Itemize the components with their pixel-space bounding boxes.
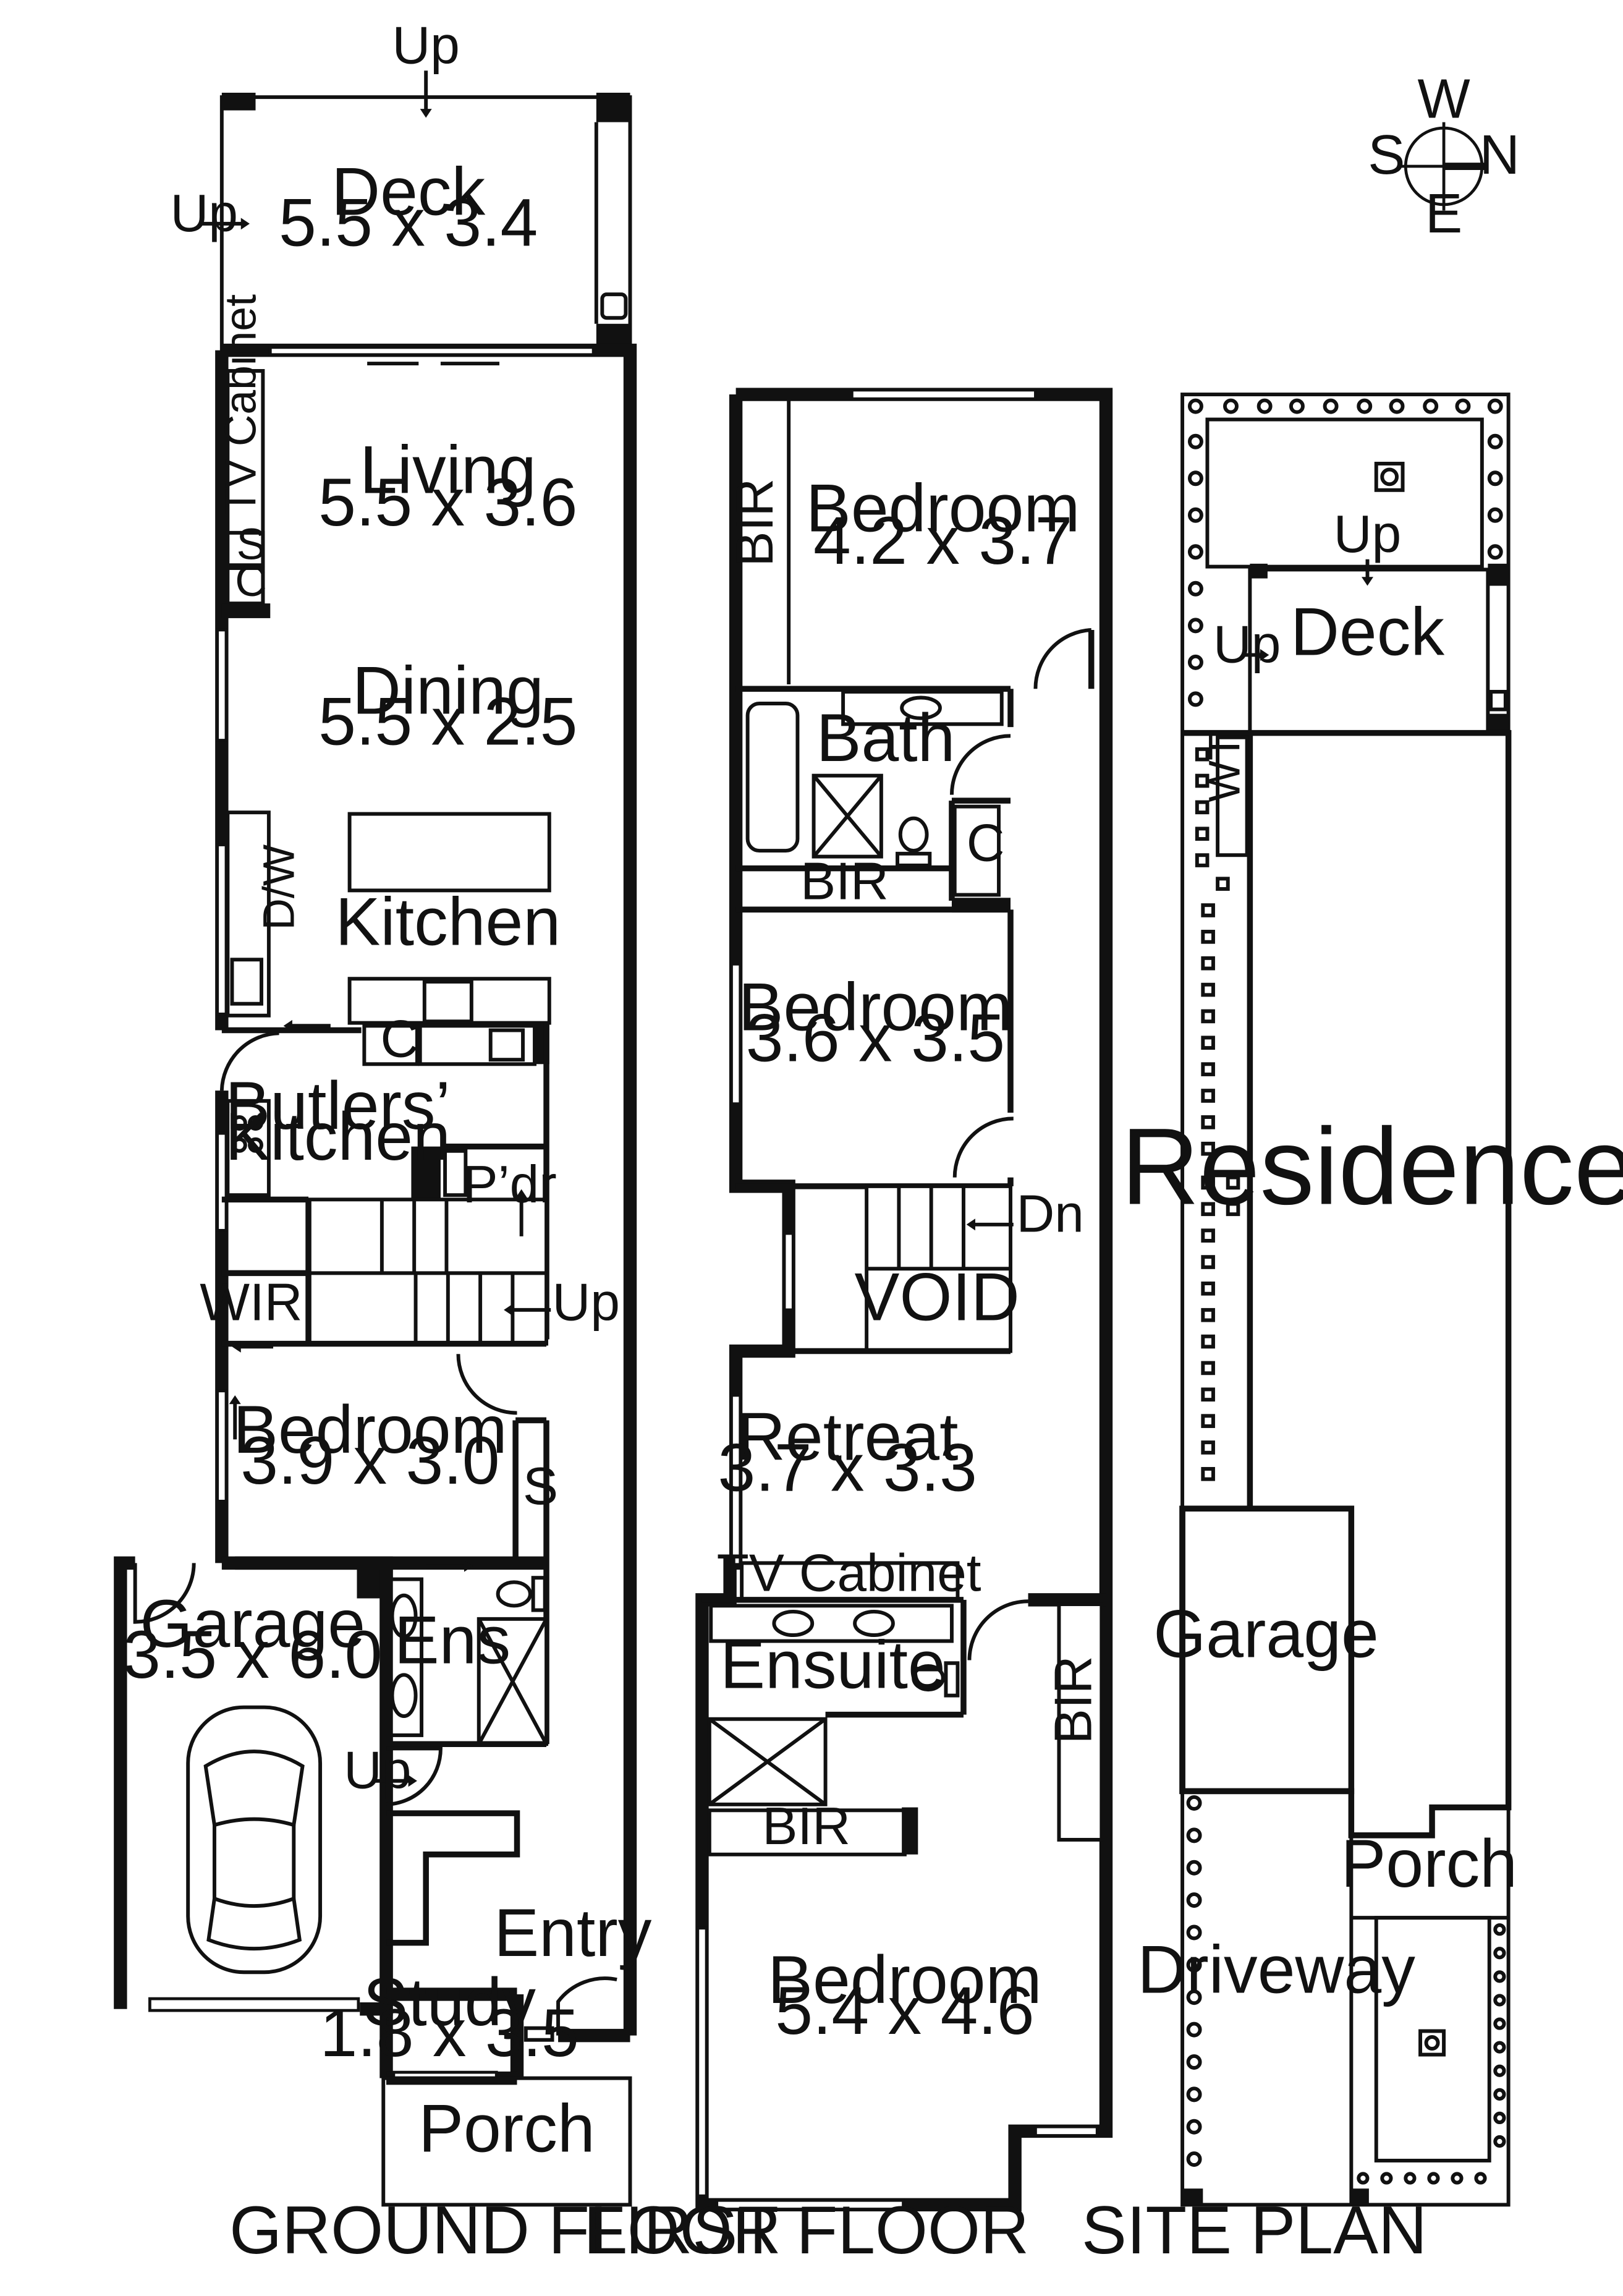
dining-dims: 5.5 x 2.5 (318, 684, 577, 760)
site-deck-up-top-label: Up (1334, 504, 1401, 564)
cupboard-c-label: C (235, 556, 266, 606)
kitchen-name: Kitchen (336, 884, 561, 959)
bedroom-storage-label: S (523, 1456, 558, 1516)
living-name: Living (360, 432, 536, 508)
living-dims: 5.5 x 3.6 (318, 465, 577, 540)
ff-ensuite-name: Ensuite (720, 1628, 946, 1703)
compass-north: N (1480, 124, 1520, 186)
bir-2-label: BIR (800, 852, 889, 911)
wir-name: WIR (200, 1272, 302, 1332)
ff-bedroom-3-dims: 5.4 x 4.6 (775, 1973, 1034, 2049)
deck-name: Deck (331, 155, 485, 230)
compass-west: W (1417, 67, 1470, 130)
ff-bedroom-2-dims: 3.6 x 3.5 (746, 1000, 1005, 1076)
ff-tv-cabinet-label: TV Cabinet (717, 1544, 981, 1603)
compass: W E S N (1368, 67, 1520, 245)
garage-walls (114, 1556, 393, 2016)
ff-bath-name: Bath (816, 700, 956, 776)
site-deck-up-left-label: Up (1213, 614, 1281, 674)
ff-void-name: VOID (855, 1259, 1020, 1335)
porch-outline (381, 2076, 632, 2207)
garage-dims: 3.5 x 6.0 (123, 1617, 382, 1693)
compass-east: E (1425, 182, 1462, 245)
study-name: Study (363, 1965, 536, 2040)
garage-name: Garage (140, 1586, 365, 1662)
ground-floor-title: GROUND FLOOR (229, 2193, 781, 2268)
water-tank-label: WT (1200, 733, 1250, 802)
compass-south: S (1368, 124, 1405, 186)
bir-3-label: BIR (762, 1796, 850, 1856)
ff-retreat-name: Retreat (737, 1400, 958, 1475)
entry-name: Entry (494, 1895, 651, 1971)
tv-cabinet-label: TV Cabinet (216, 294, 266, 515)
ff-bedroom-1-dims: 4.2 x 3.7 (813, 503, 1072, 579)
deck-up-top-arrow-label: Up (392, 15, 459, 75)
storage-s-label: S (237, 520, 266, 569)
dining-name: Dining (352, 653, 544, 729)
first-floor-plan: BIR C BIR (583, 388, 1113, 2268)
kitchen-cupboard-label: C (381, 1009, 419, 1068)
ground-bedroom-name: Bedroom (233, 1392, 507, 1468)
ff-cupboard-c-label: C (967, 814, 1005, 873)
stair-up-arrow-label: Up (553, 1272, 620, 1332)
ground-bedroom-dims: 3.9 x 3.0 (240, 1423, 499, 1499)
ff-bedroom-1-name: Bedroom (806, 470, 1080, 546)
stair-dn-arrow-label: Dn (1017, 1184, 1084, 1244)
powder-room-name: P’dr (463, 1155, 557, 1214)
site-deck-label: Deck (1290, 594, 1444, 670)
residence-label: Residence (1121, 1106, 1623, 1227)
first-floor-title: FIRST FLOOR (583, 2193, 1029, 2268)
bir-1-label: BIR (725, 478, 784, 567)
deck-dims: 5.5 x 3.4 (279, 185, 538, 260)
deck-up-left-arrow-label: Up (171, 184, 238, 243)
site-plan: Up Up Deck WT Residence Garage Porch Dri… (1082, 393, 1623, 2268)
ensuite-name: Ens (394, 1602, 511, 1678)
site-porch-label: Porch (1341, 1826, 1518, 1902)
driveway-label: Driveway (1137, 1932, 1415, 2007)
butlers-kitchen-name-2: Kitchen (225, 1099, 451, 1175)
kitchen-island (347, 812, 551, 893)
bir-4-label: BIR (1044, 1656, 1103, 1744)
dishwasher-label: D/W (254, 844, 303, 930)
site-plan-title: SITE PLAN (1082, 2193, 1427, 2268)
study-dims: 1.8 x 3.5 (320, 1996, 579, 2071)
car-illustration (186, 1705, 323, 1975)
butlers-kitchen-name-1: Butlers’ (225, 1068, 450, 1144)
ff-retreat-dims: 3.7 x 3.3 (718, 1431, 977, 1506)
porch-name: Porch (418, 2091, 595, 2167)
ground-floor-plan: TV Cabinet S C D/W C (114, 15, 781, 2268)
ff-bedroom-2-name: Bedroom (739, 969, 1013, 1045)
ff-bedroom-3-name: Bedroom (768, 1942, 1042, 2018)
garage-up-arrow-label: Up (344, 1741, 411, 1800)
site-garage-label: Garage (1153, 1597, 1379, 1672)
